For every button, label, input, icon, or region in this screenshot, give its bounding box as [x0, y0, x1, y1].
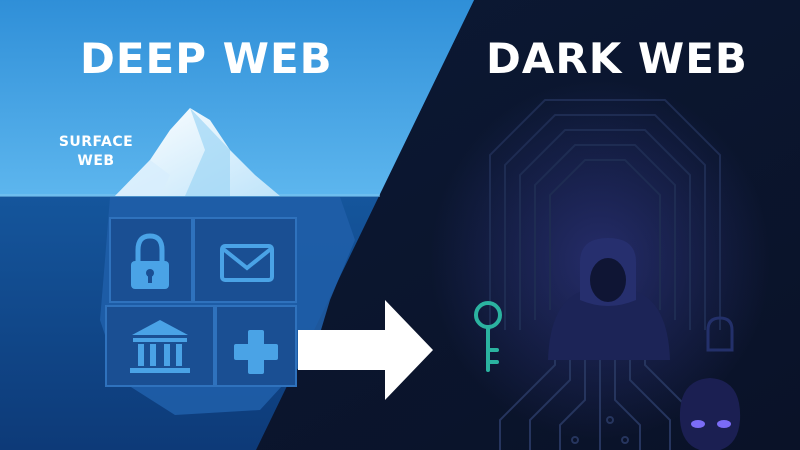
- iceberg-peak: [115, 108, 280, 196]
- mail-icon: [220, 244, 274, 282]
- deep-web-title: DEEP WEB: [80, 34, 333, 83]
- dark-web-title: DARK WEB: [486, 34, 748, 83]
- masked-face-icon: [679, 378, 741, 450]
- lock-icon: [131, 233, 169, 289]
- hexagon-tunnel-lines: [489, 99, 721, 330]
- surface-web-label: SURFACE WEB: [46, 133, 146, 171]
- key-icon: [474, 301, 502, 372]
- medical-cross-icon: [234, 330, 278, 374]
- deep-web-icon-grid: [105, 217, 297, 387]
- bank-icon: [130, 320, 190, 373]
- surface-web-label-line1: SURFACE: [58, 134, 134, 150]
- arrow-right-icon: [298, 300, 433, 400]
- hooded-figure-icon: [548, 238, 734, 360]
- surface-web-label-line2: WEB: [77, 153, 115, 169]
